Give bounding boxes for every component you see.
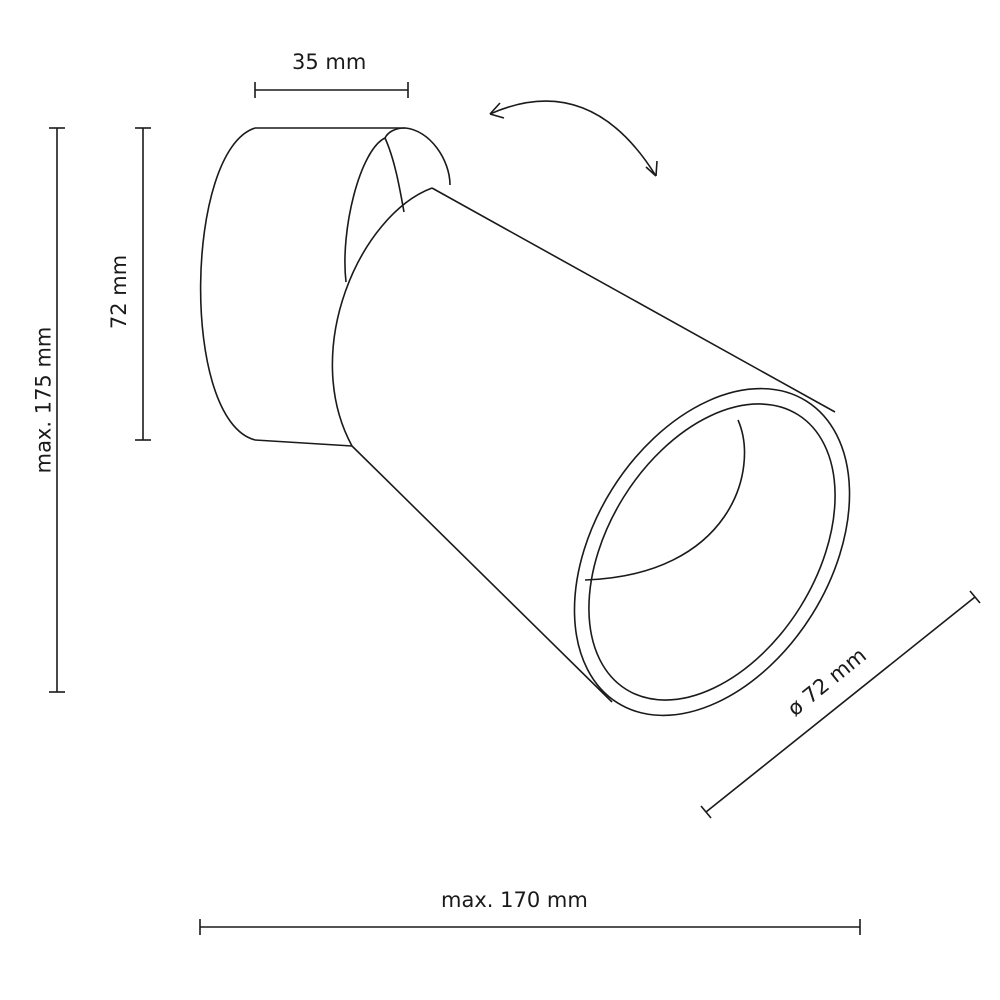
dim-max-width-line [199,919,861,935]
base-height-label: 72 mm [107,254,132,330]
max-height-label: max. 175 mm [31,326,56,474]
wall-mount-base [199,127,451,447]
spotlight-cylinder [331,187,851,717]
dim-max-height-line [49,127,65,693]
dim-depth-line [254,82,409,98]
max-width-label: max. 170 mm [441,888,588,912]
depth-label: 35 mm [292,50,367,74]
dim-diameter-line [700,590,981,819]
rotation-arrow-icon [489,100,658,177]
dim-base-height-line [135,127,151,441]
